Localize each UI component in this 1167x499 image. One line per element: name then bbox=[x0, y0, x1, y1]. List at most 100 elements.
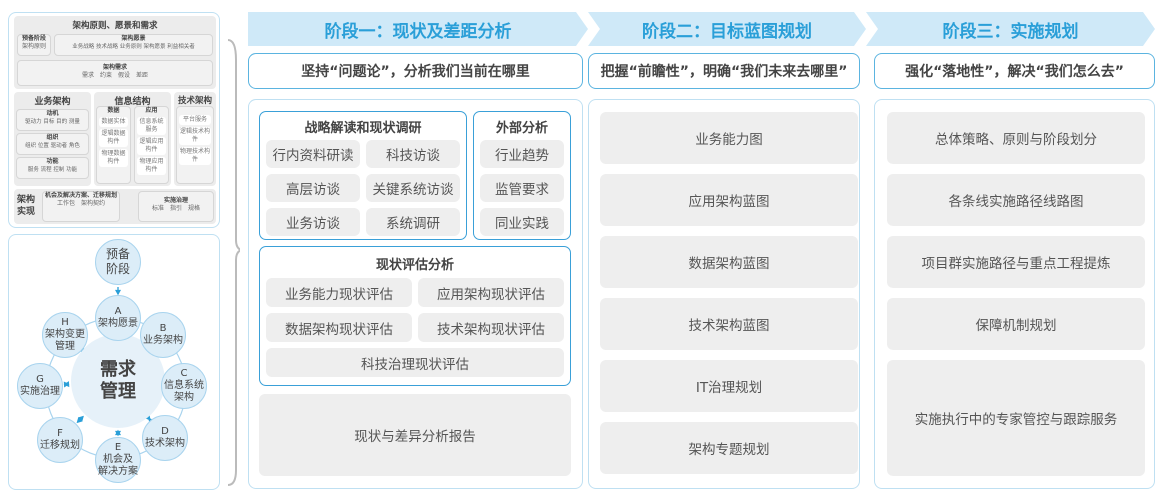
business-arch-section: 业务架构 动机驱动力 目标 目的 测量 组织组织 位置 驱动者 角色 功能服务 … bbox=[14, 92, 91, 186]
stage-2-subtitle: 把握“前瞻性”，明确“我们未来去哪里” bbox=[588, 53, 860, 89]
phase-label-line: 迁移规划 bbox=[40, 440, 80, 451]
external-item: 同业实践 bbox=[480, 208, 564, 236]
assessment-item: 业务能力现状评估 bbox=[266, 278, 412, 307]
phase-letter: B bbox=[159, 323, 167, 334]
gap-report: 现状与差异分析报告 bbox=[259, 394, 571, 476]
arrow-head bbox=[77, 415, 84, 422]
blueprint-item: IT治理规划 bbox=[600, 360, 858, 412]
opportunity-box: 机会及解决方案、迁移规划 工作包 架构契约 bbox=[42, 191, 120, 222]
biz-group: 功能服务 流程 控制 功能 bbox=[16, 157, 89, 179]
architecture-content-panel: 架构原则、愿景和需求 预备阶段 架构原则 架构愿景 业务战略 技术战略 业务原则… bbox=[8, 12, 220, 228]
research-title: 战略解读和现状调研 bbox=[304, 121, 422, 136]
arrow-head bbox=[76, 417, 83, 424]
arrow-head bbox=[114, 289, 122, 296]
chip: 信息系统服务 bbox=[137, 117, 166, 135]
implementation-item: 保障机制规划 bbox=[887, 298, 1145, 350]
implementation-item: 实施执行中的专家管控与跟踪服务 bbox=[887, 360, 1145, 476]
assessment-item: 数据架构现状评估 bbox=[266, 313, 412, 342]
group-title: 组织 bbox=[46, 134, 59, 141]
stage-title: 阶段一：现状及差距分析 bbox=[324, 21, 512, 42]
node-label-line: 阶段 bbox=[105, 262, 130, 276]
phase-letter: F bbox=[57, 428, 63, 439]
phase-letter: H bbox=[61, 317, 69, 328]
phase-letter: D bbox=[161, 426, 169, 437]
research-item: 行内资料研读 bbox=[266, 140, 360, 168]
research-item: 科技访谈 bbox=[366, 140, 460, 168]
info-title: 信息结构 bbox=[114, 97, 151, 107]
blueprint-item: 数据架构蓝图 bbox=[600, 236, 858, 288]
req-items: 需求 约束 假设 差距 bbox=[81, 72, 148, 79]
chip: 物理数据构件 bbox=[99, 149, 128, 167]
group-items: 组织 位置 驱动者 角色 bbox=[25, 143, 80, 149]
center-label-line: 管理 bbox=[100, 381, 136, 402]
vision-items: 业务战略 技术战略 业务原则 架构愿景 利益相关者 bbox=[72, 44, 195, 50]
assessment-item: 应用架构现状评估 bbox=[418, 278, 564, 307]
governance-box: 实施治理 标准 指引 规格 bbox=[138, 191, 214, 222]
app-title: 应用 bbox=[145, 107, 158, 114]
group-items: 驱动力 目标 目的 测量 bbox=[25, 119, 80, 125]
principles-title: 架构原则、愿景和需求 bbox=[72, 21, 158, 31]
phase-label-line: 架构变更 bbox=[45, 329, 85, 340]
implementation-section: 架构实现 机会及解决方案、迁移规划 工作包 架构契约 实施治理 标准 指引 规格 bbox=[14, 189, 216, 224]
opp-items: 工作包 架构契约 bbox=[56, 200, 105, 207]
opp-title: 机会及解决方案、迁移规划 bbox=[44, 192, 117, 199]
data-title: 数据 bbox=[107, 107, 120, 114]
assessment-item: 科技治理现状评估 bbox=[266, 348, 564, 377]
phase-label-line: 技术架构 bbox=[145, 438, 185, 449]
assessment-title: 现状评估分析 bbox=[375, 258, 454, 273]
principles-section: 架构原则、愿景和需求 预备阶段 架构原则 架构愿景 业务战略 技术战略 业务原则… bbox=[14, 16, 216, 89]
stage-3-subtitle: 强化“落地性”，解决“我们怎么去” bbox=[874, 53, 1155, 89]
research-item: 高层访谈 bbox=[266, 174, 360, 202]
blueprint-item: 技术架构蓝图 bbox=[600, 298, 858, 350]
arrow-head bbox=[63, 381, 70, 388]
chip: 逻辑数据构件 bbox=[99, 129, 128, 147]
vision-title: 架构愿景 bbox=[121, 35, 146, 42]
node-label-line: 预备 bbox=[105, 247, 130, 261]
center-label-line: 需求 bbox=[100, 359, 136, 380]
implementation-item: 总体策略、原则与阶段划分 bbox=[887, 112, 1145, 164]
tech-arch-section: 技术架构 平台服务 逻辑技术构件 物理技术构件 bbox=[174, 92, 216, 186]
group-title: 功能 bbox=[46, 158, 59, 165]
requirements-box: 架构需求 需求 约束 假设 差距 bbox=[17, 60, 213, 86]
biz-group: 组织组织 位置 驱动者 角色 bbox=[16, 133, 89, 155]
tech-column: 平台服务 逻辑技术构件 物理技术构件 bbox=[176, 106, 214, 184]
phase-letter: E bbox=[114, 442, 122, 453]
blueprint-item: 架构专题规划 bbox=[600, 422, 858, 474]
external-item: 监管要求 bbox=[480, 174, 564, 202]
stage-3-header: 阶段三：实施规划 bbox=[866, 12, 1155, 46]
gov-title: 实施治理 bbox=[163, 197, 188, 204]
tech-title: 技术架构 bbox=[177, 96, 212, 106]
stage-1-header: 阶段一：现状及差距分析 bbox=[248, 12, 588, 46]
biz-group: 动机驱动力 目标 目的 测量 bbox=[16, 109, 89, 131]
center-requirements-management: 需求管理 bbox=[71, 334, 165, 428]
stage-title: 阶段二：目标蓝图规划 bbox=[642, 21, 812, 42]
phase-label-line: 架构 bbox=[174, 392, 194, 403]
bracket bbox=[227, 39, 240, 486]
phase-letter: G bbox=[36, 374, 44, 385]
chip: 数据实体 bbox=[99, 117, 128, 127]
implementation-item: 各条线实施路径线路图 bbox=[887, 174, 1145, 226]
assessment-item: 技术架构现状评估 bbox=[418, 313, 564, 342]
chip: 逻辑技术构件 bbox=[179, 127, 211, 145]
blueprint-item: 业务能力图 bbox=[600, 112, 858, 164]
group-items: 服务 流程 控制 功能 bbox=[27, 167, 78, 173]
assessment-box: 现状评估分析 业务能力现状评估应用架构现状评估数据架构现状评估技术架构现状评估科… bbox=[259, 246, 571, 386]
prep-title: 预备阶段 bbox=[21, 35, 46, 42]
research-item: 系统调研 bbox=[366, 208, 460, 236]
vision-box: 架构愿景 业务战略 技术战略 业务原则 架构愿景 利益相关者 bbox=[54, 34, 213, 56]
phase-label-line: 业务架构 bbox=[143, 335, 183, 346]
research-item: 关键系统访谈 bbox=[366, 174, 460, 202]
external-item: 行业趋势 bbox=[480, 140, 564, 168]
info-structure-section: 信息结构 数据 数据实体 逻辑数据构件 物理数据构件 应用 信息系统服务 逻辑应… bbox=[94, 92, 171, 186]
research-box: 战略解读和现状调研 行内资料研读科技访谈高层访谈关键系统访谈业务访谈系统调研 bbox=[259, 111, 467, 240]
research-item: 业务访谈 bbox=[266, 208, 360, 236]
data-column: 数据 数据实体 逻辑数据构件 物理数据构件 bbox=[96, 106, 131, 184]
